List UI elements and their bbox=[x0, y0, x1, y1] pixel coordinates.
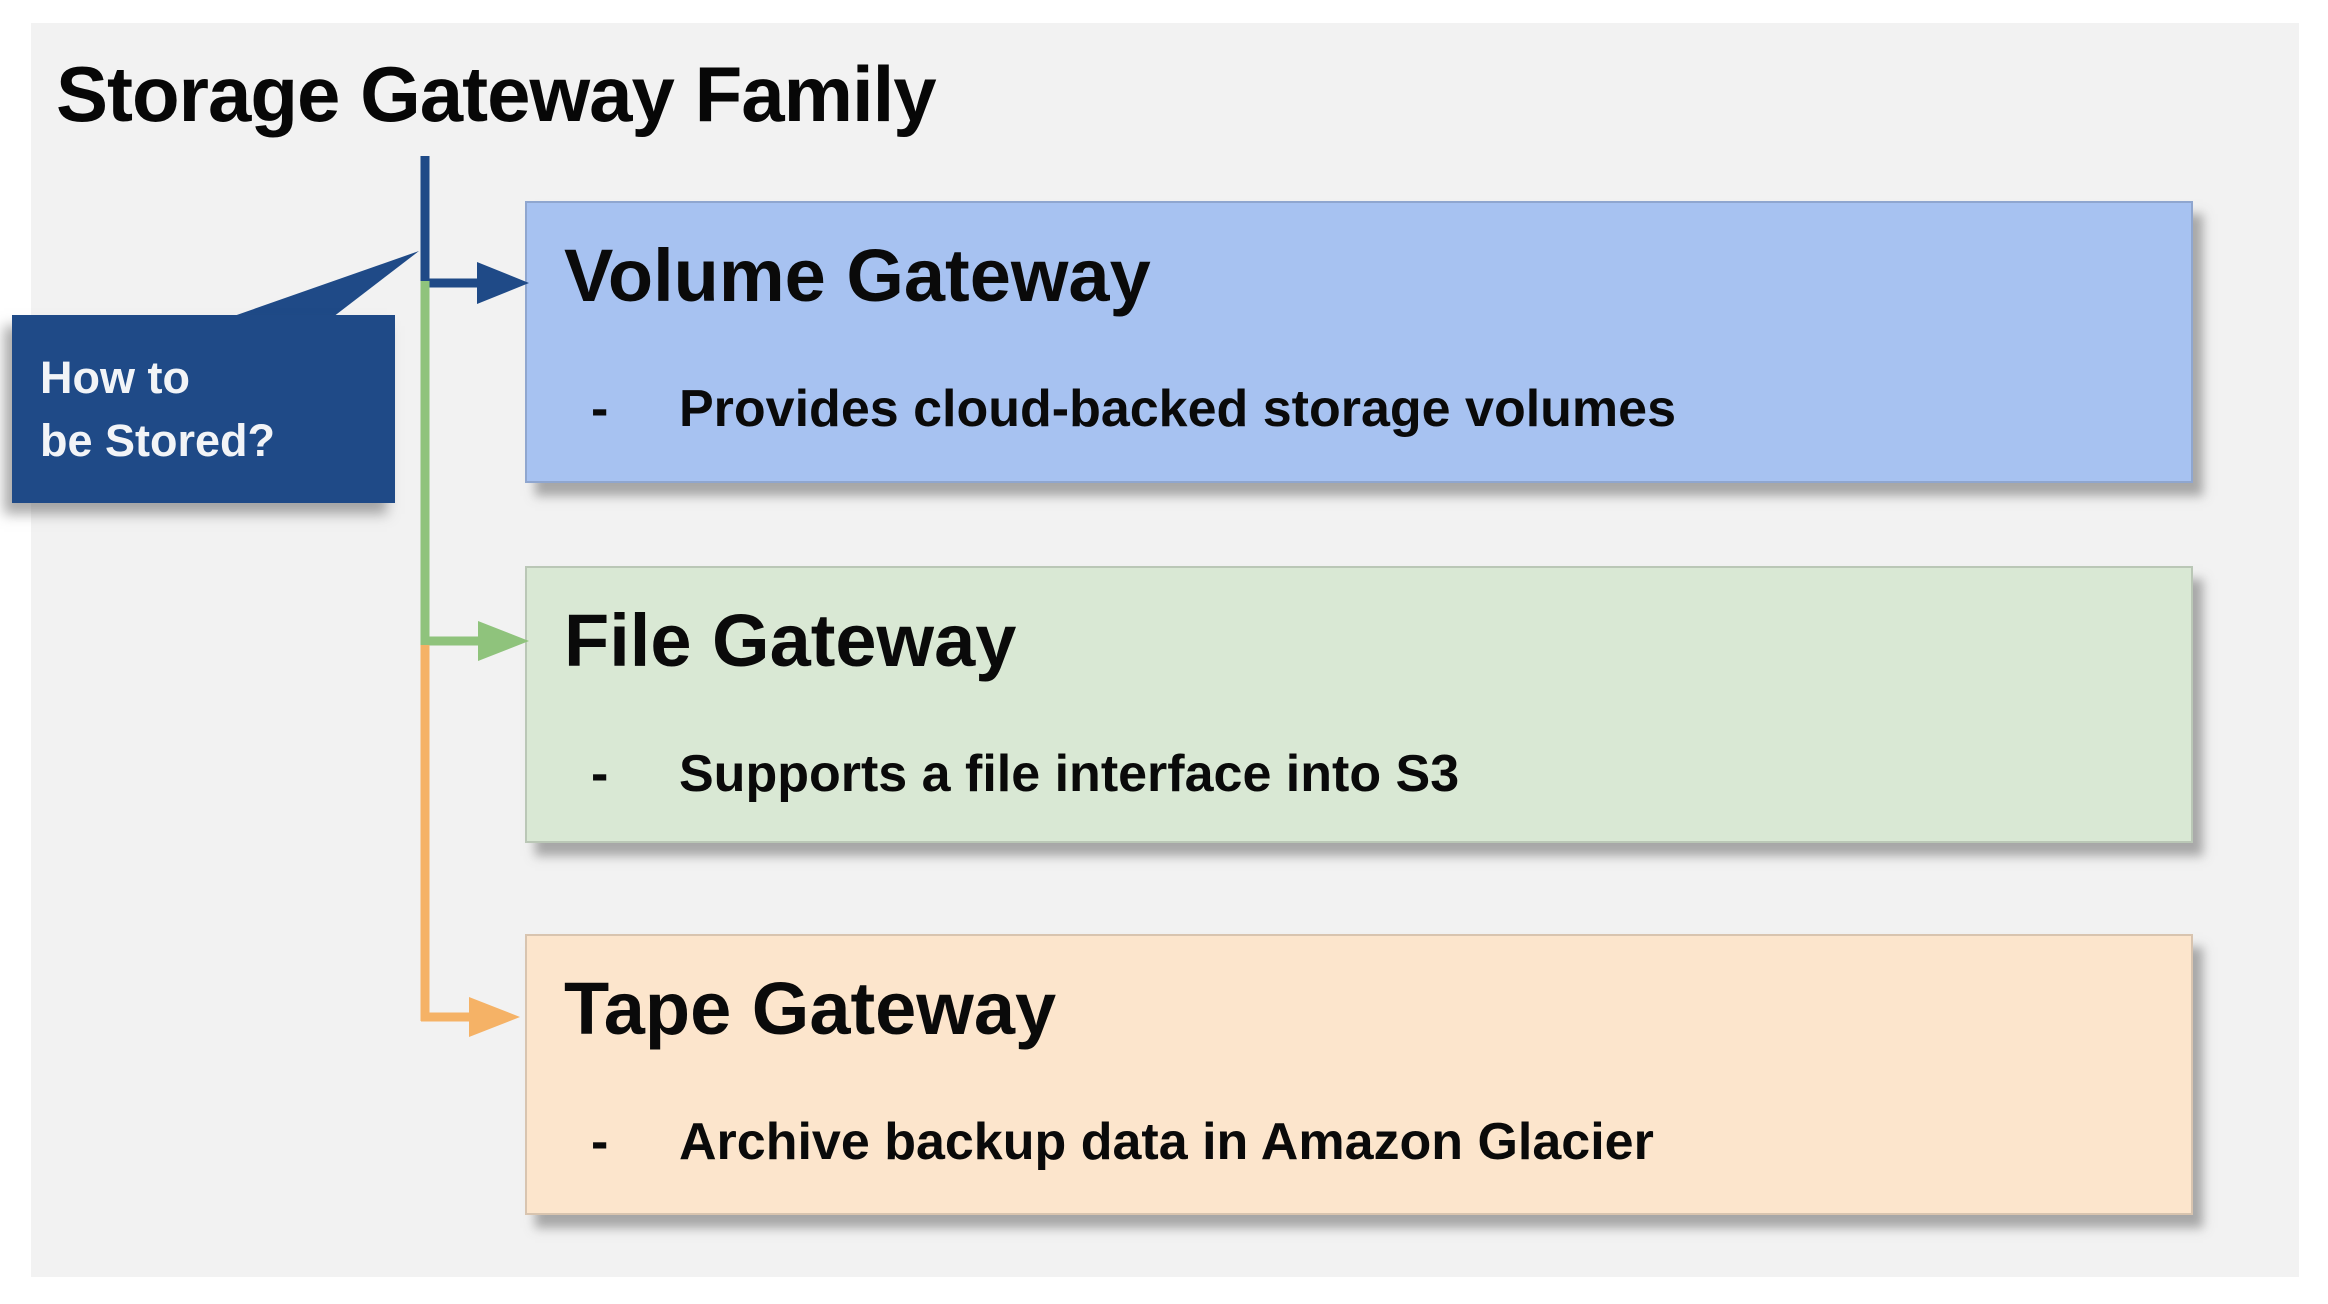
callout-line-1: How to bbox=[40, 352, 190, 403]
bullet-dash: - bbox=[591, 745, 609, 804]
page-title: Storage Gateway Family bbox=[56, 50, 937, 138]
file-gateway-title: File Gateway bbox=[564, 599, 1017, 682]
bullet-text: Supports a file interface into S3 bbox=[679, 745, 1460, 804]
how-to-be-stored-callout: How to be Stored? bbox=[12, 315, 395, 503]
bullet-dash: - bbox=[591, 1113, 609, 1172]
bullet-dash: - bbox=[591, 380, 609, 439]
file-gateway-box: File Gateway - Supports a file interface… bbox=[525, 566, 2193, 843]
callout-line-2: be Stored? bbox=[40, 415, 276, 466]
file-gateway-bullet: - Supports a file interface into S3 bbox=[591, 745, 2191, 805]
bullet-text: Provides cloud-backed storage volumes bbox=[679, 380, 1676, 439]
volume-gateway-title: Volume Gateway bbox=[564, 234, 1151, 317]
volume-gateway-bullet: - Provides cloud-backed storage volumes bbox=[591, 380, 2191, 440]
bullet-text: Archive backup data in Amazon Glacier bbox=[679, 1113, 1654, 1172]
tape-gateway-box: Tape Gateway - Archive backup data in Am… bbox=[525, 934, 2193, 1215]
tape-gateway-title: Tape Gateway bbox=[564, 967, 1057, 1050]
volume-gateway-box: Volume Gateway - Provides cloud-backed s… bbox=[525, 201, 2193, 483]
tape-gateway-bullet: - Archive backup data in Amazon Glacier bbox=[591, 1113, 2191, 1173]
